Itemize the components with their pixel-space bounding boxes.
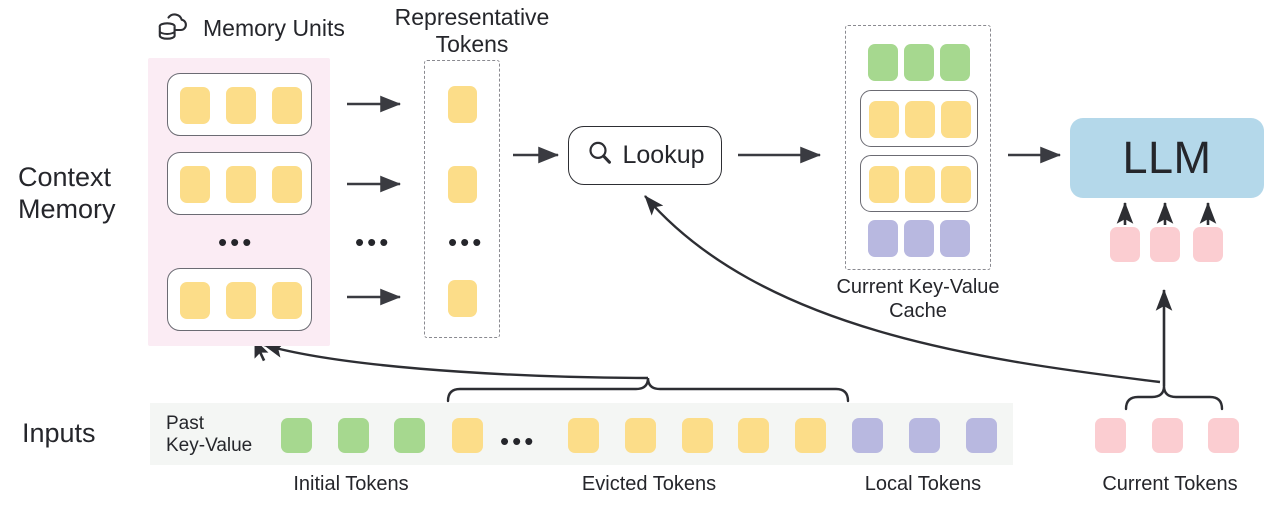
- representative-tokens-ellipsis: •••: [448, 227, 485, 257]
- cache-retrieved-group-1[interactable]: [860, 90, 978, 147]
- input-token-current: [1152, 418, 1183, 453]
- group-label-initial: Initial Tokens: [293, 473, 409, 495]
- input-token-evicted: [452, 418, 483, 453]
- llm-input-token: [1110, 227, 1140, 262]
- current-kv-cache-label: Current Key-Value Cache: [836, 276, 1000, 322]
- group-label-current: Current Tokens: [1102, 473, 1238, 495]
- memory-token: [226, 87, 256, 124]
- representative-tokens-box: [424, 60, 500, 338]
- input-token-initial: [338, 418, 369, 453]
- row-label-context-memory: Context Memory: [18, 162, 116, 224]
- lookup-box[interactable]: Lookup: [568, 126, 722, 185]
- cache-token-retrieved: [905, 101, 935, 138]
- memory-unit-1[interactable]: [167, 73, 312, 136]
- tokens-to-llm-arrows: [1116, 201, 1217, 225]
- cache-token-retrieved: [905, 166, 935, 203]
- memory-token: [272, 166, 302, 203]
- memory-token: [180, 282, 210, 319]
- llm-input-token: [1193, 227, 1223, 262]
- cache-token-retrieved: [869, 101, 899, 138]
- input-token-evicted: [795, 418, 826, 453]
- current-kv-cache-box: [845, 25, 991, 270]
- input-token-evicted: [568, 418, 599, 453]
- llm-input-token: [1150, 227, 1180, 262]
- memory-units-label: Memory Units: [203, 15, 345, 41]
- group-label-evicted: Evicted Tokens: [581, 473, 717, 495]
- evicted-to-context-arrow: [263, 342, 649, 380]
- memory-units-ellipsis: •••: [218, 227, 255, 257]
- memory-units-header: Memory Units: [154, 6, 345, 51]
- cache-token-initial: [904, 44, 934, 81]
- lookup-label: Lookup: [622, 141, 705, 169]
- cache-token-initial: [940, 44, 970, 81]
- input-token-evicted: [625, 418, 656, 453]
- representative-token-2: [448, 166, 477, 203]
- evicted-tokens-brace: [446, 377, 850, 403]
- magnifier-icon: [585, 138, 615, 173]
- memory-token: [272, 87, 302, 124]
- memory-token: [226, 166, 256, 203]
- cache-token-local: [940, 220, 970, 257]
- group-label-local: Local Tokens: [864, 473, 982, 495]
- input-token-initial: [394, 418, 425, 453]
- memory-token: [180, 166, 210, 203]
- cache-token-retrieved: [941, 166, 971, 203]
- input-ellipsis: •••: [500, 426, 537, 456]
- llm-box[interactable]: LLM: [1070, 118, 1264, 198]
- input-token-local: [852, 418, 883, 453]
- input-token-evicted: [738, 418, 769, 453]
- representative-token-1: [448, 86, 477, 123]
- input-token-initial: [281, 418, 312, 453]
- cache-token-retrieved: [941, 101, 971, 138]
- cache-token-initial: [868, 44, 898, 81]
- cache-token-local: [904, 220, 934, 257]
- input-token-local: [966, 418, 997, 453]
- cache-retrieved-group-2[interactable]: [860, 155, 978, 212]
- memory-token: [272, 282, 302, 319]
- memory-token: [226, 282, 256, 319]
- input-token-current: [1095, 418, 1126, 453]
- llm-label: LLM: [1122, 132, 1212, 183]
- memory-unit-2[interactable]: [167, 152, 312, 215]
- row-label-inputs: Inputs: [22, 418, 96, 448]
- current-tokens-brace: [1124, 385, 1224, 411]
- memory-unit-n[interactable]: [167, 268, 312, 331]
- cache-token-local: [868, 220, 898, 257]
- memory-to-representative-arrows: [347, 95, 402, 306]
- input-token-evicted: [682, 418, 713, 453]
- cloud-database-icon: [154, 6, 194, 51]
- input-token-local: [909, 418, 940, 453]
- input-token-current: [1208, 418, 1239, 453]
- past-key-value-label: Past Key-Value: [166, 413, 253, 457]
- representative-token-n: [448, 280, 477, 317]
- arrows-ellipsis: •••: [355, 227, 392, 257]
- cache-token-retrieved: [869, 166, 899, 203]
- representative-tokens-label: Representative Tokens: [394, 4, 550, 58]
- memory-token: [180, 87, 210, 124]
